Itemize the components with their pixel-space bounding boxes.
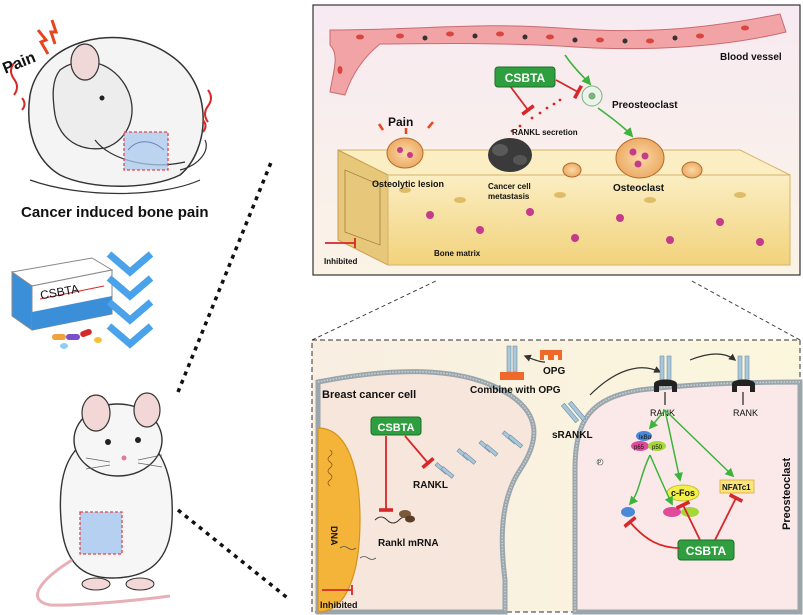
caption: Cancer induced bone pain [21, 204, 209, 221]
rankl-mrna-strand [339, 510, 415, 560]
top-panel: Blood vessel [312, 4, 801, 276]
csbta-badge-top-label: CSBTA [505, 71, 546, 85]
osteoclast-label: Osteoclast [613, 183, 665, 194]
left-column: Pain Cancer induced bone pain CSBTA [0, 19, 212, 607]
sick-mouse-illustration [10, 19, 212, 195]
p50-label: p50 [652, 445, 663, 451]
ikba-label: IκBα [639, 435, 652, 441]
csbta-badge-right-label: CSBTA [686, 544, 727, 558]
rankl-dots [510, 98, 562, 133]
bottom-panel: DNA Preosteoclast Breast cancer cell OPG… [311, 339, 803, 615]
osteolytic-lesion-cell [386, 137, 424, 169]
cancer-cell-metastasis-label-2: metastasis [488, 192, 530, 201]
down-chevrons-icon [106, 251, 154, 349]
rank-receptor-2 [732, 355, 755, 405]
p65-label: p65 [634, 445, 645, 451]
inhibited-legend-symbol-bottom [322, 585, 353, 595]
rank-2-label: RANK [733, 408, 758, 418]
pain-bolt-icon [377, 121, 434, 134]
csbta-badge-left-label: CSBTA [377, 422, 414, 434]
nfatc1-label: NFATc1 [722, 483, 751, 492]
cancer-cell-cluster [488, 138, 532, 172]
cancer-cell-metastasis-label-1: Cancer cell [488, 182, 531, 191]
drug-box-label: CSBTA [39, 282, 80, 303]
csbta-right-inhibitions [623, 493, 744, 549]
activation-arrows [628, 409, 735, 506]
drug-box [10, 257, 114, 331]
nfatc1-node [719, 479, 755, 494]
csbta-badge-right [677, 539, 735, 561]
rankl-opg-complex [500, 345, 524, 380]
breast-cancer-cell-label: Breast cancer cell [322, 389, 416, 401]
blood-vessel [329, 13, 787, 96]
rankl-mrna-label: Rankl mRNA [378, 538, 439, 549]
opg-icon [540, 350, 562, 360]
srankl-molecule [560, 400, 587, 424]
pills [52, 328, 102, 349]
csbta-badge-top [494, 66, 556, 88]
osteoclast-cell [562, 137, 703, 179]
preosteoclast-vertical-label: Preosteoclast [781, 458, 793, 530]
vessel-to-preosteoclast-arrow [564, 54, 592, 86]
csbta-badge-left [370, 416, 422, 436]
csbta-inhibit-preosteoclast [555, 79, 584, 100]
blood-vessel-label: Blood vessel [720, 52, 782, 63]
preosteoclast-label: Preosteoclast [612, 100, 678, 111]
inhibited-legend-symbol-top [325, 238, 356, 248]
pain-top-label: Pain [388, 115, 413, 129]
opg-binding-arrow [523, 354, 546, 363]
treated-mouse-illustration [36, 392, 173, 607]
dna-label: DNA [329, 526, 339, 546]
csbta-inhibit-rankl [509, 85, 535, 116]
thin-dashed-connectors [311, 279, 801, 341]
ikba-free [621, 507, 635, 517]
c-fos-label: c-Fos [671, 488, 695, 498]
csbta-inhibit-rankl-bottom [404, 435, 435, 470]
nfkb-complex-top [631, 431, 666, 451]
combine-with-opg-label: Combine with OPG [470, 385, 561, 396]
osteolytic-lesion-label: Osteolytic lesion [372, 179, 444, 189]
opg-label: OPG [543, 366, 565, 377]
inhibited-legend-top-label: Inhibited [324, 257, 357, 266]
rank-receptor-1 [654, 355, 677, 405]
rankl-fragments [434, 430, 524, 479]
srankl-label: sRANKL [552, 430, 593, 441]
p-label: P [598, 460, 602, 466]
preosteoclast-cell [581, 85, 603, 107]
srankl-to-rank-arrow [589, 366, 662, 396]
inhibited-legend-bottom-label: Inhibited [320, 600, 358, 610]
preosteoclast-to-osteoclast-arrow [597, 107, 634, 138]
rank-to-rank-arrow [689, 353, 737, 361]
rankl-secretion-label: RANKL secretion [512, 128, 578, 137]
phospho-marker [596, 458, 604, 466]
rankl-label: RANKL [413, 480, 448, 491]
nucleus [317, 427, 361, 613]
bone-block [337, 149, 791, 266]
pain-label: Pain [0, 49, 38, 77]
bone-matrix-label: Bone matrix [434, 249, 481, 258]
dotted-connectors [176, 159, 292, 602]
